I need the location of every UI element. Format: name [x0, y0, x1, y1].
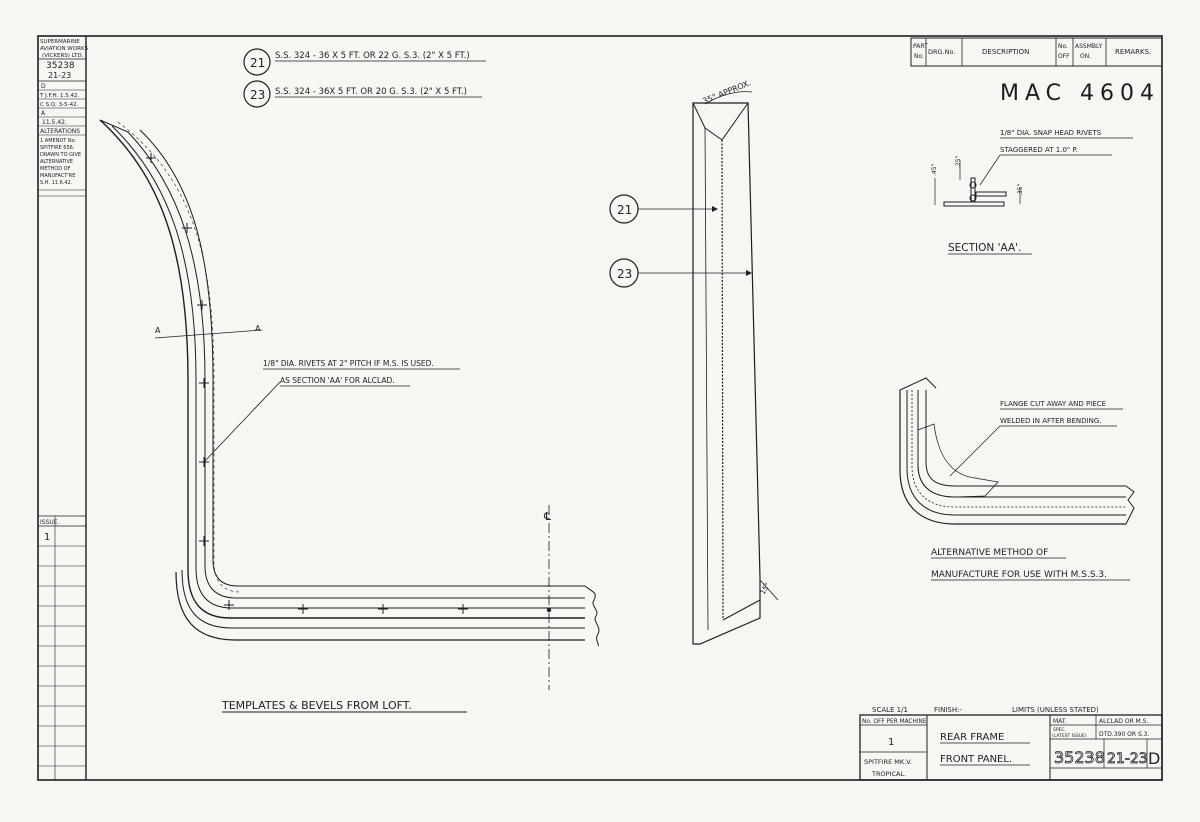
bevel-end-label: 15° — [759, 581, 772, 596]
material-ref-circle-23 — [243, 80, 271, 108]
handwritten-reference: MAC 4604 — [1000, 81, 1160, 106]
alteration-line-4: ALTERNATIVE — [40, 159, 73, 165]
parts-list-header: PART No. DRG.No. DESCRIPTION No. OFF ASS… — [910, 37, 1163, 67]
issue-label: ISSUE. — [40, 519, 60, 526]
alteration-line-6: MANUFACT'RE — [40, 173, 75, 179]
hdr-drg-no: DRG.No. — [928, 48, 955, 56]
callout-23: 23 — [617, 267, 632, 281]
machine-line-2: TROPICAL. — [871, 770, 906, 778]
callout-21: 21 — [617, 203, 632, 217]
flange-note-line-1: FLANGE CUT AWAY AND PIECE — [1000, 400, 1106, 408]
material-spec-23: S.S. 324 - 36X 5 FT. OR 20 G. S.3. (2" X… — [275, 87, 467, 97]
section-aa-title: SECTION 'AA'. — [948, 242, 1021, 254]
mat-label: MAT. — [1053, 718, 1067, 725]
title-drawing-no: 35238 — [1054, 748, 1105, 767]
alternative-title-1: ALTERNATIVE METHOD OF — [931, 548, 1048, 558]
finish-label: FINISH:- — [934, 706, 962, 714]
rivet-note-line-2: AS SECTION 'AA' FOR ALCLAD. — [280, 376, 395, 385]
section-dim-3: .35" — [1017, 183, 1024, 196]
alteration-line-1: 1 AMENDT No. — [40, 138, 77, 144]
part-name-line-2: FRONT PANEL. — [940, 754, 1012, 765]
flange-note-line-2: WELDED IN AFTER BENDING. — [1000, 417, 1101, 425]
firm-line-1: SUPERMARINE — [40, 39, 80, 45]
hdr-part-no: No. — [914, 53, 924, 60]
issue-value: 1 — [44, 532, 50, 543]
side-sheet-no: 21-23 — [48, 71, 71, 80]
centreline-mark: ℄ — [543, 510, 551, 523]
alterations-title: ALTERATIONS — [40, 128, 80, 135]
material-ref-21: 21 — [250, 56, 265, 70]
spec-label-1: SPEC. — [1053, 727, 1066, 733]
spec-label-2: (LATEST ISSUE) — [1052, 733, 1087, 739]
rivet-note-line-1: 1/8" DIA. RIVETS AT 2" PITCH IF M.S. IS … — [263, 359, 434, 368]
section-dim-1: .45" — [931, 163, 938, 176]
alternative-title-2: MANUFACTURE FOR USE WITH M.S.S.3. — [931, 570, 1107, 580]
bevel-strip: 35° APPROX. 15° 21 23 — [609, 78, 779, 645]
hdr-description: DESCRIPTION — [982, 48, 1029, 56]
rivet-note-leader — [203, 381, 281, 463]
hdr-no: No. — [1058, 43, 1068, 50]
hdr-remarks: REMARKS. — [1115, 48, 1151, 56]
material-ref-23: 23 — [250, 88, 265, 102]
scale-label: SCALE 1/1 — [872, 706, 908, 714]
section-mark-right: A — [255, 324, 261, 333]
hdr-off: OFF — [1058, 53, 1070, 60]
spec-value: DTD.390 OR S.3. — [1099, 731, 1150, 738]
alteration-line-2: SPITFIRE 656. — [40, 145, 75, 151]
side-row-5: 11.5.42. — [42, 119, 67, 126]
hdr-on: ON. — [1080, 53, 1091, 60]
title-issue: D — [1148, 749, 1160, 768]
alternative-method-detail: FLANGE CUT AWAY AND PIECE WELDED IN AFTE… — [899, 377, 1135, 581]
side-panel: SUPERMARINE AVIATION WORKS (VICKERS) LTD… — [38, 39, 88, 780]
rivet-note: 1/8" DIA. RIVETS AT 2" PITCH IF M.S. IS … — [263, 359, 460, 387]
material-ref-circle-21 — [243, 48, 271, 76]
hdr-assmbly: ASSMBLY — [1075, 43, 1103, 50]
title-sheet-no: 21-23 — [1107, 751, 1148, 767]
alteration-line-3: DRAWN TO GIVE — [40, 152, 81, 158]
mat-value: ALCLAD OR M.S. — [1099, 718, 1148, 725]
no-off-label: No. OFF PER MACHINE — [862, 719, 927, 725]
firm-line-2: AVIATION WORKS — [40, 46, 88, 52]
hdr-part: PART — [913, 43, 928, 50]
side-row-2: T J.F.H. 1.5.42. — [39, 93, 80, 99]
section-aa-detail: 1/8" DIA. SNAP HEAD RIVETS STAGGERED AT … — [931, 129, 1133, 255]
side-row-4: A — [41, 110, 46, 117]
no-off-value: 1 — [888, 737, 894, 748]
alteration-line-5: METHOD OF — [40, 166, 71, 172]
section-note-line-1: 1/8" DIA. SNAP HEAD RIVETS — [1000, 129, 1102, 137]
side-drawing-no: 35238 — [46, 61, 75, 71]
rear-frame-template: ℄ A A — [99, 119, 600, 690]
drawing-border — [37, 35, 1163, 781]
material-list: 21 S.S. 324 - 36 X 5 FT. OR 22 G. S.3. (… — [243, 48, 486, 108]
section-line-aa — [154, 329, 263, 339]
firm-line-3: (VICKERS) LTD. — [42, 53, 84, 59]
section-note-line-2: STAGGERED AT 1.0" P. — [1000, 146, 1078, 154]
side-row-1: D — [41, 83, 46, 90]
limits-label: LIMITS (UNLESS STATED) — [1012, 706, 1099, 714]
machine-line-1: SPITFIRE MK.V. — [864, 758, 912, 766]
part-name-line-1: REAR FRAME — [940, 732, 1004, 743]
material-spec-21: S.S. 324 - 36 X 5 FT. OR 22 G. S.3. (2" … — [275, 51, 470, 61]
main-title: TEMPLATES & BEVELS FROM LOFT. — [221, 699, 412, 712]
alteration-line-7: S.H. 11.6.42. — [40, 180, 73, 186]
bevel-angle-label: 35° APPROX. — [701, 78, 752, 106]
side-row-3: C S.Q. 3-5-42. — [40, 102, 79, 108]
section-mark-left: A — [155, 326, 161, 335]
title-block: SCALE 1/1 FINISH:- LIMITS (UNLESS STATED… — [859, 706, 1163, 781]
section-dim-2: .25" — [955, 155, 962, 168]
